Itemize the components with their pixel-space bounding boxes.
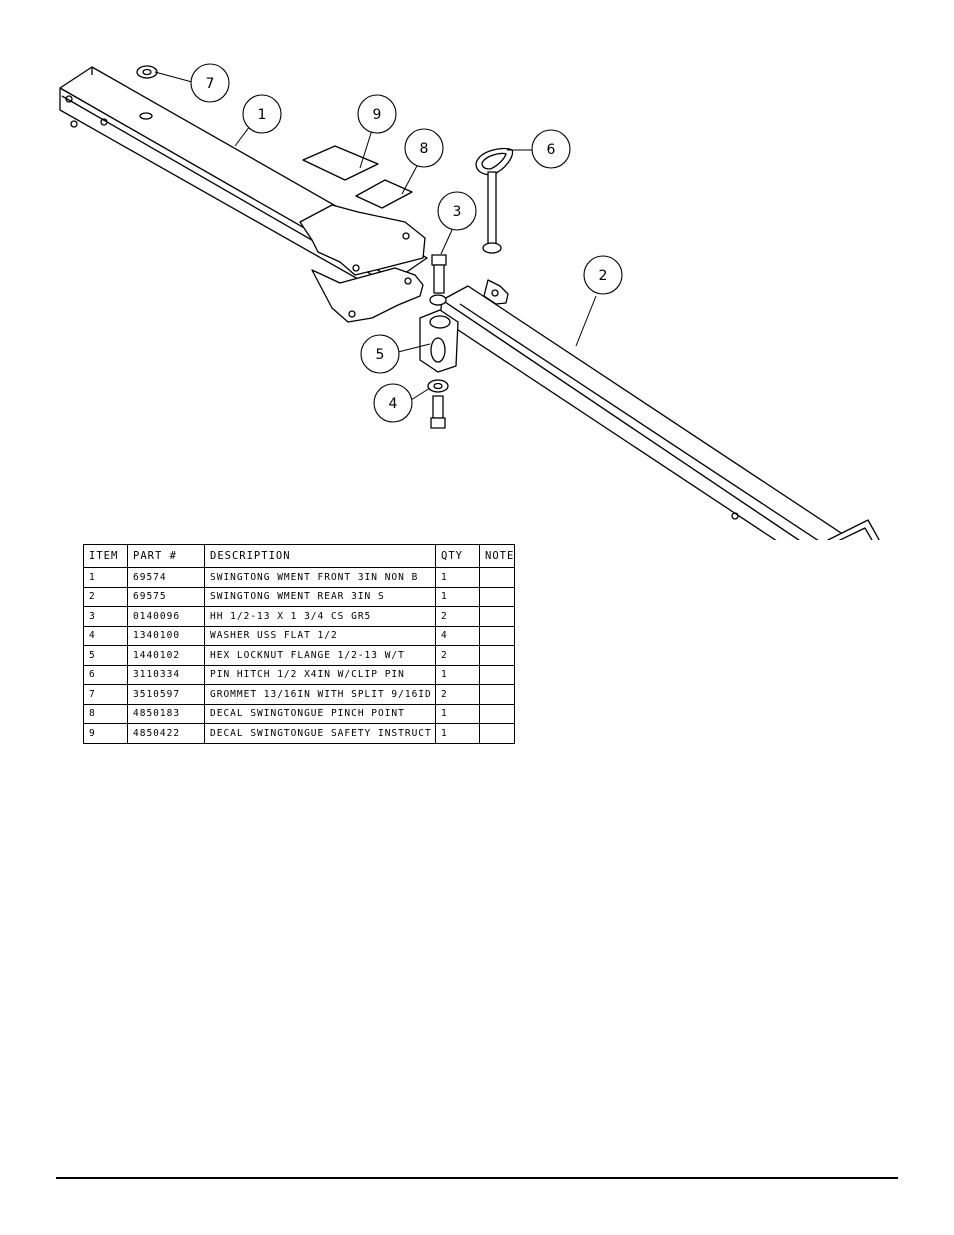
table-row: 3 0140096 HH 1/2-13 X 1 3/4 CS GR5 2 xyxy=(83,606,516,627)
cell-qty: 1 xyxy=(435,586,480,607)
cell-qty: 1 xyxy=(435,723,480,744)
table-row: 8 4850183 DECAL SWINGTONGUE PINCH POINT … xyxy=(83,703,516,724)
cell-part-number: 1340100 xyxy=(127,625,205,646)
svg-text:7: 7 xyxy=(206,76,215,92)
cell-note xyxy=(478,625,516,646)
clevis-bracket xyxy=(419,309,459,373)
leader-lines xyxy=(154,71,597,401)
grommet-item-7 xyxy=(136,65,158,79)
cell-description: GROMMET 13/16IN WITH SPLIT 9/16ID xyxy=(204,684,436,705)
parts-list-table: ITEM PART # DESCRIPTION QTY NOTE 1 69574… xyxy=(83,544,516,744)
cell-part-number: 4850183 xyxy=(127,703,205,724)
table-row: 9 4850422 DECAL SWINGTONGUE SAFETY INSTR… xyxy=(83,723,516,744)
cell-qty: 2 xyxy=(435,684,480,705)
svg-text:8: 8 xyxy=(420,141,429,157)
header-part-number: PART # xyxy=(127,544,205,568)
cell-item: 4 xyxy=(83,625,128,646)
cell-description: DECAL SWINGTONGUE SAFETY INSTRUCT xyxy=(204,723,436,744)
cell-item: 2 xyxy=(83,586,128,607)
cell-qty: 1 xyxy=(435,703,480,724)
header-qty: QTY xyxy=(435,544,480,568)
svg-text:2: 2 xyxy=(599,268,608,284)
balloon-5: 5 xyxy=(360,334,400,374)
balloon-6: 6 xyxy=(531,129,571,169)
cell-note xyxy=(478,606,516,627)
cell-note xyxy=(478,723,516,744)
cell-item: 5 xyxy=(83,645,128,666)
cell-note xyxy=(478,664,516,685)
front-mounting-plates xyxy=(299,204,426,323)
table-row: 1 69574 SWINGTONG WMENT FRONT 3IN NON B … xyxy=(83,567,516,588)
cell-description: WASHER USS FLAT 1/2 xyxy=(204,625,436,646)
cell-description: HEX LOCKNUT FLANGE 1/2-13 W/T xyxy=(204,645,436,666)
cell-qty: 2 xyxy=(435,606,480,627)
cell-description: PIN HITCH 1/2 X4IN W/CLIP PIN xyxy=(204,664,436,685)
cell-note xyxy=(478,703,516,724)
balloon-4: 4 xyxy=(373,383,413,423)
svg-text:3: 3 xyxy=(453,204,462,220)
cell-part-number: 3110334 xyxy=(127,664,205,685)
washer-bolt-item-4 xyxy=(427,379,449,429)
cell-part-number: 3510597 xyxy=(127,684,205,705)
table-row: 6 3110334 PIN HITCH 1/2 X4IN W/CLIP PIN … xyxy=(83,664,516,685)
svg-text:6: 6 xyxy=(547,142,556,158)
svg-text:5: 5 xyxy=(376,347,385,363)
cell-item: 1 xyxy=(83,567,128,588)
balloon-2: 2 xyxy=(583,255,623,295)
balloon-9: 9 xyxy=(357,94,397,134)
footer-divider xyxy=(56,1177,898,1179)
cell-description: SWINGTONG WMENT FRONT 3IN NON B xyxy=(204,567,436,588)
cell-item: 8 xyxy=(83,703,128,724)
hitch-pin-item-6 xyxy=(475,147,514,254)
header-note: NOTE xyxy=(478,544,516,568)
table-header-row: ITEM PART # DESCRIPTION QTY NOTE xyxy=(83,544,516,568)
cell-item: 7 xyxy=(83,684,128,705)
cell-part-number: 69575 xyxy=(127,586,205,607)
cell-item: 6 xyxy=(83,664,128,685)
cell-part-number: 1440102 xyxy=(127,645,205,666)
cell-description: DECAL SWINGTONGUE PINCH POINT xyxy=(204,703,436,724)
svg-text:1: 1 xyxy=(258,107,267,123)
table-row: 2 69575 SWINGTONG WMENT REAR 3IN S 1 xyxy=(83,586,516,607)
svg-text:9: 9 xyxy=(373,107,382,123)
table-row: 5 1440102 HEX LOCKNUT FLANGE 1/2-13 W/T … xyxy=(83,645,516,666)
decals xyxy=(302,145,413,209)
cell-note xyxy=(478,645,516,666)
cell-part-number: 0140096 xyxy=(127,606,205,627)
callout-balloons: 7 1 9 8 6 3 2 5 4 xyxy=(190,63,623,423)
svg-text:4: 4 xyxy=(389,396,398,412)
cell-description: HH 1/2-13 X 1 3/4 CS GR5 xyxy=(204,606,436,627)
cell-qty: 4 xyxy=(435,625,480,646)
balloon-8: 8 xyxy=(404,128,444,168)
table-row: 7 3510597 GROMMET 13/16IN WITH SPLIT 9/1… xyxy=(83,684,516,705)
balloon-1: 1 xyxy=(242,94,282,134)
cell-note xyxy=(478,684,516,705)
cell-part-number: 69574 xyxy=(127,567,205,588)
rear-tongue-tube xyxy=(439,279,880,540)
cell-part-number: 4850422 xyxy=(127,723,205,744)
cell-qty: 1 xyxy=(435,664,480,685)
cell-item: 9 xyxy=(83,723,128,744)
cell-description: SWINGTONG WMENT REAR 3IN S xyxy=(204,586,436,607)
header-description: DESCRIPTION xyxy=(204,544,436,568)
balloon-3: 3 xyxy=(437,191,477,231)
exploded-assembly-drawing: 7 1 9 8 6 3 2 5 4 xyxy=(59,63,880,540)
cell-note xyxy=(478,567,516,588)
table-row: 4 1340100 WASHER USS FLAT 1/2 4 xyxy=(83,625,516,646)
cell-item: 3 xyxy=(83,606,128,627)
bolt-item-3 xyxy=(429,254,447,306)
cell-note xyxy=(478,586,516,607)
balloon-7: 7 xyxy=(190,63,230,103)
cell-qty: 2 xyxy=(435,645,480,666)
header-item: ITEM xyxy=(83,544,128,568)
cell-qty: 1 xyxy=(435,567,480,588)
